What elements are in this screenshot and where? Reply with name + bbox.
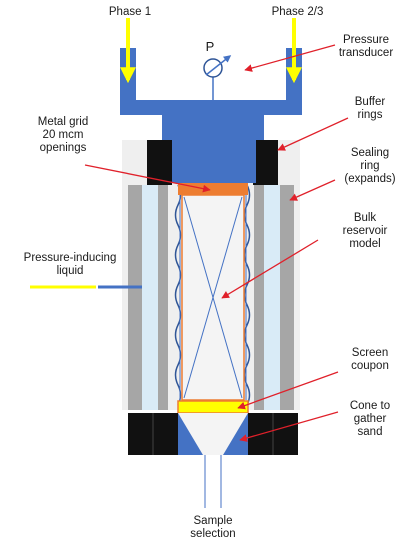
right-outer-wall — [280, 185, 294, 410]
label-buffer-rings: Buffer rings — [354, 96, 386, 121]
label-cone: Cone to gather sand — [349, 400, 391, 438]
right-inner-wall — [254, 185, 264, 410]
label-pressure-transducer: Pressure transducer — [338, 34, 394, 59]
buffer-ring-right — [253, 140, 278, 185]
label-phase23: Phase 2/3 — [271, 6, 324, 18]
callout-metal-grid — [84, 164, 211, 193]
top-cap-manifold — [120, 48, 302, 183]
label-phase1: Phase 1 — [108, 6, 152, 18]
label-sealing-ring: Sealing ring (expands) — [344, 147, 396, 185]
label-screen-coupon: Screen coupon — [351, 347, 389, 372]
callout-sealing-ring — [289, 179, 336, 201]
screen-coupon — [177, 400, 249, 414]
callout-buffer-rings — [277, 117, 349, 151]
buffer-ring-left — [147, 140, 172, 185]
gauge-needle — [205, 55, 232, 76]
label-sample-selection: Sample selection — [190, 515, 236, 540]
left-outer-wall — [128, 185, 142, 410]
label-metal-grid: Metal grid 20 mcm openings — [37, 116, 89, 154]
left-pale-liquid — [142, 185, 158, 410]
callout-screen-coupon — [237, 371, 339, 410]
right-pale-liquid — [264, 185, 280, 410]
callout-bulk-reservoir — [221, 239, 319, 299]
sealing-ring-left — [174, 184, 182, 406]
label-bulk-reservoir: Bulk reservoir model — [342, 212, 388, 250]
cone-left-wedge — [178, 413, 203, 455]
callout-pressure-transducer — [244, 44, 336, 72]
cone-right-wedge — [223, 413, 248, 455]
reservoir-diagonal-b — [183, 196, 243, 399]
metal-grid — [178, 183, 248, 195]
left-inner-wall — [158, 185, 168, 410]
label-pressure-symbol: P — [205, 39, 215, 54]
callout-cone — [239, 411, 339, 442]
label-pressure-liquid: Pressure-inducing liquid — [23, 252, 117, 277]
